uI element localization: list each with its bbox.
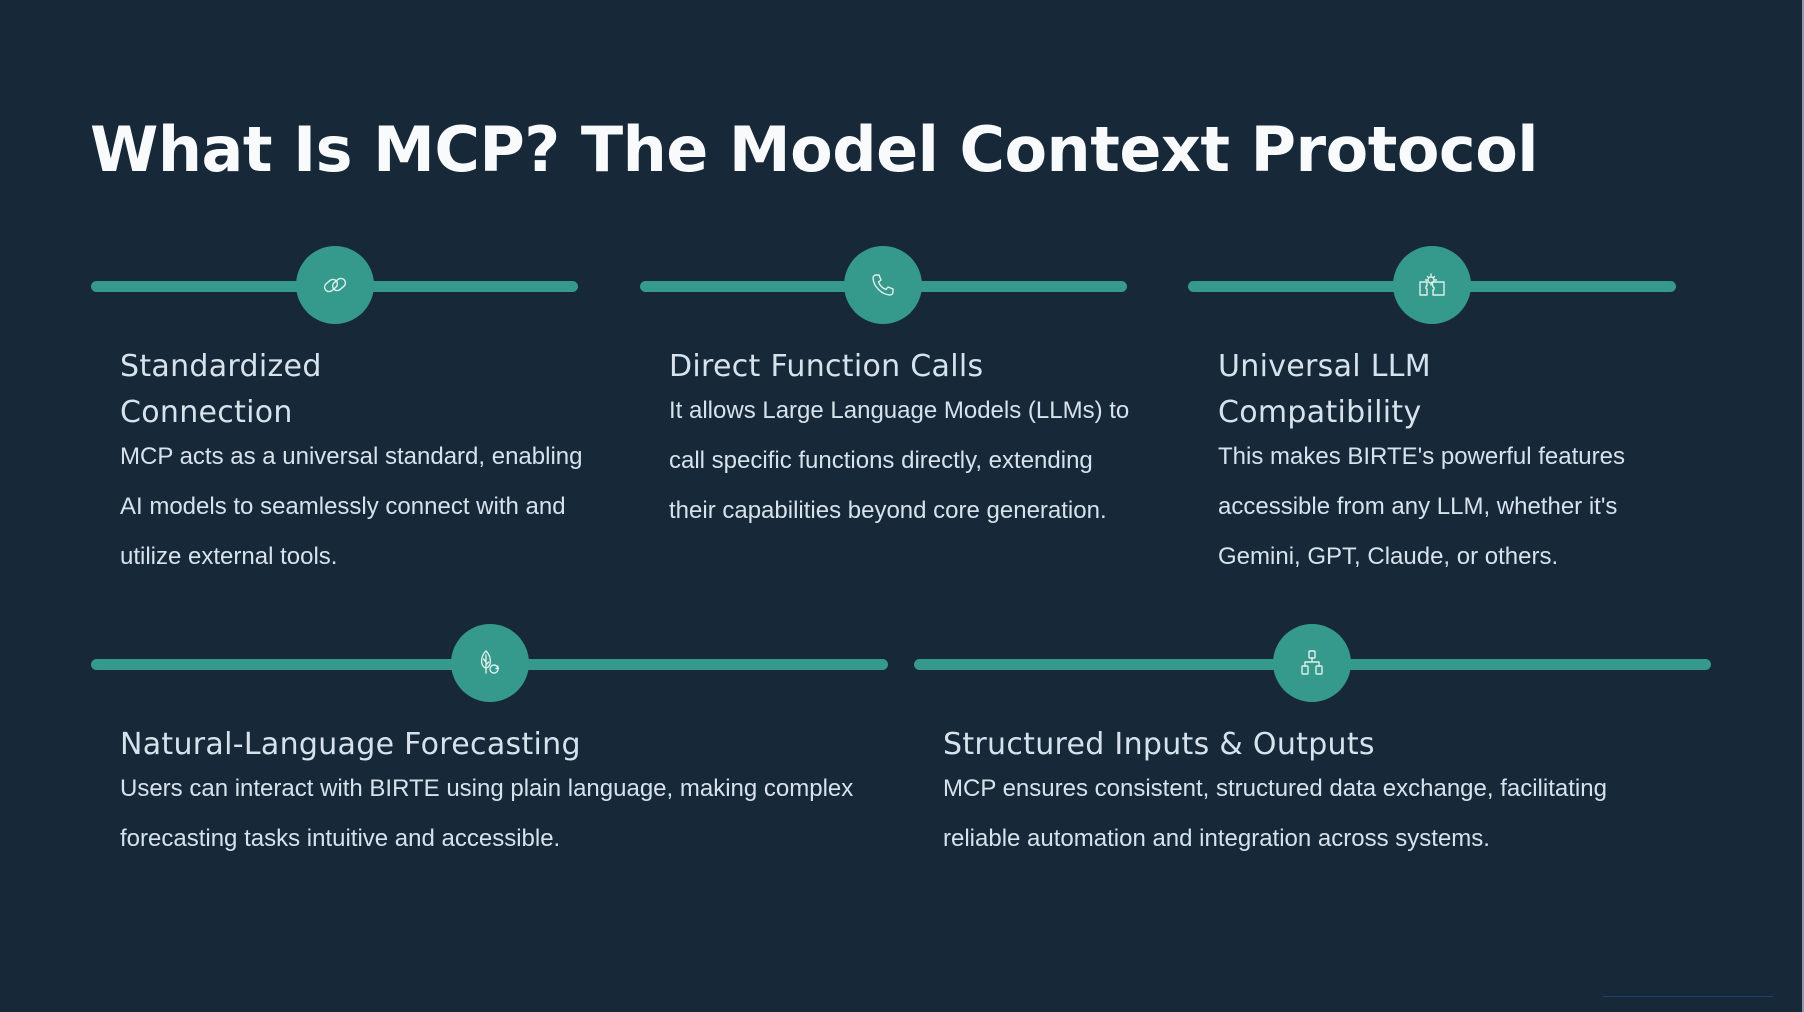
icon-badge (451, 624, 529, 702)
feature-card-direct-function-calls: Direct Function Calls It allows Large La… (640, 246, 1129, 596)
decorative-divider (1603, 996, 1773, 997)
feature-heading: Universal LLM Compatibility (1218, 349, 1431, 430)
feature-heading: Direct Function Calls (669, 349, 984, 384)
feature-card-natural-language-forecasting: Natural-Language Forecasting Users can i… (91, 624, 888, 884)
feature-description: This makes BIRTE's powerful features acc… (1218, 443, 1625, 570)
icon-badge (296, 246, 374, 324)
leaf-cycle-icon (480, 650, 500, 674)
icon-badge (1273, 624, 1351, 702)
puzzle-gear-icon (1419, 273, 1445, 296)
icon-badge (1393, 246, 1471, 324)
feature-card-universal-llm-compatibility: Universal LLM Compatibility This makes B… (1188, 246, 1676, 596)
feature-description: Users can interact with BIRTE using plai… (120, 775, 854, 852)
link-icon (323, 277, 347, 293)
vertical-scrollbar[interactable] (1802, 0, 1804, 1012)
icon-badge (844, 246, 922, 324)
feature-description: It allows Large Language Models (LLMs) t… (669, 397, 1130, 524)
phone-icon (872, 274, 894, 296)
page-title: What Is MCP? The Model Context Protocol (90, 113, 1539, 186)
feature-description: MCP acts as a universal standard, enabli… (120, 443, 583, 570)
feature-card-structured-io: Structured Inputs & Outputs MCP ensures … (914, 624, 1711, 884)
feature-heading: Standardized Connection (120, 349, 322, 430)
feature-heading: Structured Inputs & Outputs (943, 727, 1375, 762)
feature-description: MCP ensures consistent, structured data … (943, 775, 1607, 852)
hierarchy-icon (1301, 650, 1323, 675)
feature-heading: Natural-Language Forecasting (120, 727, 581, 762)
feature-card-standardized-connection: Standardized Connection MCP acts as a un… (91, 246, 582, 596)
